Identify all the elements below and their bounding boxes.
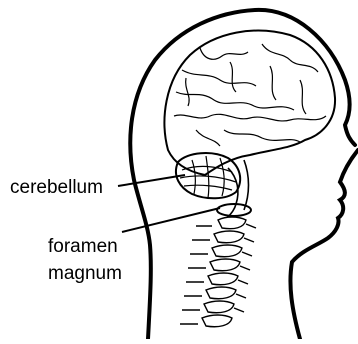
foramen-label-line1: foramen xyxy=(48,236,118,257)
cervical-spine xyxy=(180,217,256,327)
face-profile xyxy=(290,150,358,339)
cerebellum-leader-line xyxy=(118,175,185,186)
foramen-label-line2: magnum xyxy=(48,263,122,284)
cerebellum-label: cerebellum xyxy=(10,177,103,198)
cerebellum xyxy=(176,153,240,198)
foramen-leader-line xyxy=(122,208,220,232)
cerebrum xyxy=(164,31,335,175)
